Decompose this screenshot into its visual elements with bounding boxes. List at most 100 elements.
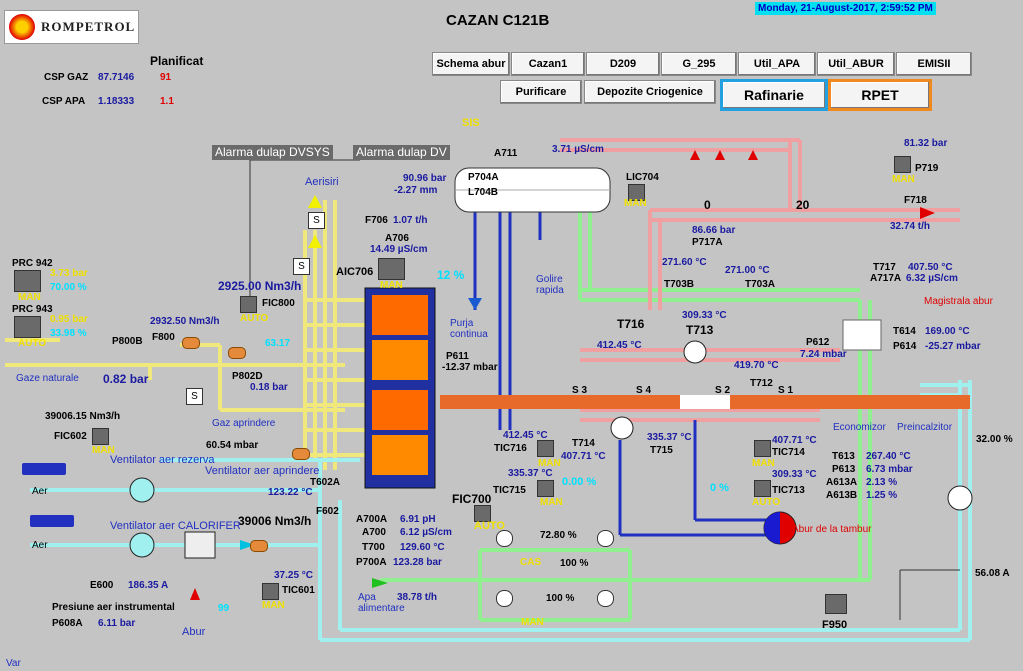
nav-cazan1[interactable]: Cazan1 bbox=[511, 52, 585, 76]
csp-apa-value: 1.18333 bbox=[98, 96, 135, 107]
fic700-tag: FIC700 bbox=[452, 492, 492, 506]
p608a-val: 6.11 bar bbox=[98, 618, 136, 629]
prc942-box[interactable] bbox=[14, 270, 41, 292]
fic800-tag: FIC800 bbox=[262, 298, 295, 309]
nav-rafinarie[interactable]: Rafinarie bbox=[720, 79, 828, 111]
tic601-box[interactable] bbox=[262, 583, 279, 600]
t602a-val: 123.22 °C bbox=[268, 487, 313, 498]
s-valve-2[interactable]: S bbox=[293, 258, 310, 275]
f602-val: 39006 Nm3/h bbox=[238, 514, 312, 528]
t613-val: 267.40 °C bbox=[866, 451, 911, 462]
csp-gaz-label: CSP GAZ bbox=[44, 72, 89, 83]
tic713-box[interactable] bbox=[754, 480, 771, 497]
magistrala-label: Magistrala abur bbox=[924, 296, 993, 307]
tic601-mode: MAN bbox=[262, 600, 285, 611]
f718-val: 32.74 t/h bbox=[890, 221, 931, 232]
p717a-tag: P717A bbox=[692, 237, 723, 248]
aer2-label: Aer bbox=[32, 540, 48, 551]
vent-calorifer: Ventilator aer CALORIFER bbox=[110, 520, 241, 532]
nav-util-apa[interactable]: Util_APA bbox=[738, 52, 816, 76]
t712-tag: T712 bbox=[750, 378, 773, 389]
tic714-tag: TIC714 bbox=[772, 447, 805, 458]
p614-val: -25.27 mbar bbox=[925, 341, 981, 352]
pump-m1[interactable] bbox=[496, 530, 513, 547]
a717a-val: 6.32 µS/cm bbox=[906, 273, 958, 284]
t716-tag: T716 bbox=[617, 317, 645, 331]
alarm-dvsys[interactable]: Alarma dulap DVSYS bbox=[212, 145, 333, 160]
prc943-box[interactable] bbox=[14, 316, 41, 338]
tic714-mode-a: MAN bbox=[538, 458, 561, 469]
fitting-2 bbox=[228, 347, 246, 359]
t703a-val: 271.00 °C bbox=[725, 265, 770, 276]
sis-label: SIS bbox=[462, 117, 480, 129]
tic714b-box[interactable] bbox=[754, 440, 771, 457]
p608a-tag: P608A bbox=[52, 618, 83, 629]
tic601-tag: TIC601 bbox=[282, 585, 315, 596]
nav-g295[interactable]: G_295 bbox=[661, 52, 737, 76]
t717-val: 407.50 °C bbox=[908, 262, 953, 273]
alarm-dv[interactable]: Alarma dulap DV bbox=[353, 145, 450, 160]
pct12: 12 % bbox=[437, 268, 465, 282]
p719-mode: MAN bbox=[892, 174, 915, 185]
t715b-val: 335.37 °C bbox=[647, 432, 692, 443]
t703b-val: 271.60 °C bbox=[662, 257, 707, 268]
pump-m2[interactable] bbox=[597, 530, 614, 547]
p800b-tag: P800B bbox=[112, 336, 143, 347]
aic706-box[interactable] bbox=[378, 258, 405, 280]
twenty: 20 bbox=[796, 198, 810, 212]
purja-label: Purja continua bbox=[450, 318, 488, 340]
pump-m3[interactable] bbox=[496, 590, 513, 607]
s-valve-1[interactable]: S bbox=[308, 212, 325, 229]
fic602-tag: FIC602 bbox=[54, 431, 87, 442]
p719-box[interactable] bbox=[894, 156, 911, 173]
golire-label: Golire rapida bbox=[536, 274, 564, 296]
pump-pct1: 72.80 % bbox=[540, 530, 577, 541]
s-valve-3[interactable]: S bbox=[186, 388, 203, 405]
aic706-tag: AIC706 bbox=[336, 266, 374, 278]
nav-emisii[interactable]: EMISII bbox=[896, 52, 972, 76]
vent-aer-aprind: Ventilator aer aprindere bbox=[205, 465, 320, 477]
nav-d209[interactable]: D209 bbox=[586, 52, 660, 76]
nav-depozite[interactable]: Depozite Criogenice bbox=[584, 80, 716, 104]
prc943-tag: PRC 943 bbox=[12, 304, 53, 315]
tic715-box[interactable] bbox=[537, 480, 554, 497]
tic714-mode: MAN bbox=[752, 458, 775, 469]
aic706-mode: MAN bbox=[380, 280, 403, 291]
csp-gaz-value: 87.7146 bbox=[98, 72, 135, 83]
s2-label: S 2 bbox=[715, 385, 731, 396]
tic714-box[interactable] bbox=[537, 440, 554, 457]
planificat-title: Planificat bbox=[150, 54, 204, 68]
var-label: Var bbox=[6, 658, 21, 669]
lic704-box[interactable] bbox=[628, 184, 645, 201]
nav-rpet[interactable]: RPET bbox=[828, 79, 932, 111]
p704a-tag: P704A bbox=[468, 172, 499, 183]
l704b-tag: L704B bbox=[468, 187, 499, 198]
pump-pct3: 100 % bbox=[546, 593, 575, 604]
logo-text: ROMPETROL bbox=[41, 19, 136, 34]
tag-2[interactable] bbox=[30, 515, 74, 527]
gaz-aprindere-label: Gaz aprindere bbox=[212, 418, 276, 429]
t614-tag: T614 bbox=[893, 326, 916, 337]
fic602-box[interactable] bbox=[92, 428, 109, 445]
a700-tag: A700 bbox=[362, 527, 386, 538]
pump-pct2: 100 % bbox=[560, 558, 589, 569]
fic700-box[interactable] bbox=[474, 505, 491, 522]
fic800-box[interactable] bbox=[240, 296, 257, 313]
f706-val: 1.07 t/h bbox=[393, 215, 428, 226]
t713-val: 309.33 °C bbox=[682, 310, 727, 321]
t714-val: 407.71 °C bbox=[561, 451, 606, 462]
nav-purificare[interactable]: Purificare bbox=[500, 80, 582, 104]
gaze-label: Gaze naturale bbox=[16, 373, 79, 384]
nav-schema-abur[interactable]: Schema abur bbox=[432, 52, 510, 76]
e600-tag: E600 bbox=[90, 580, 114, 591]
tag-1[interactable] bbox=[22, 463, 66, 475]
f950-box[interactable] bbox=[825, 594, 847, 614]
p614-tag: P614 bbox=[893, 341, 917, 352]
t715-tag: T715 bbox=[650, 445, 673, 456]
pump-m4[interactable] bbox=[597, 590, 614, 607]
p800b-val: 0.82 bar bbox=[103, 372, 149, 386]
prc942-bar: 3.73 bar bbox=[50, 268, 88, 279]
nav-util-abur[interactable]: Util_ABUR bbox=[817, 52, 895, 76]
aer1-label: Aer bbox=[32, 486, 48, 497]
